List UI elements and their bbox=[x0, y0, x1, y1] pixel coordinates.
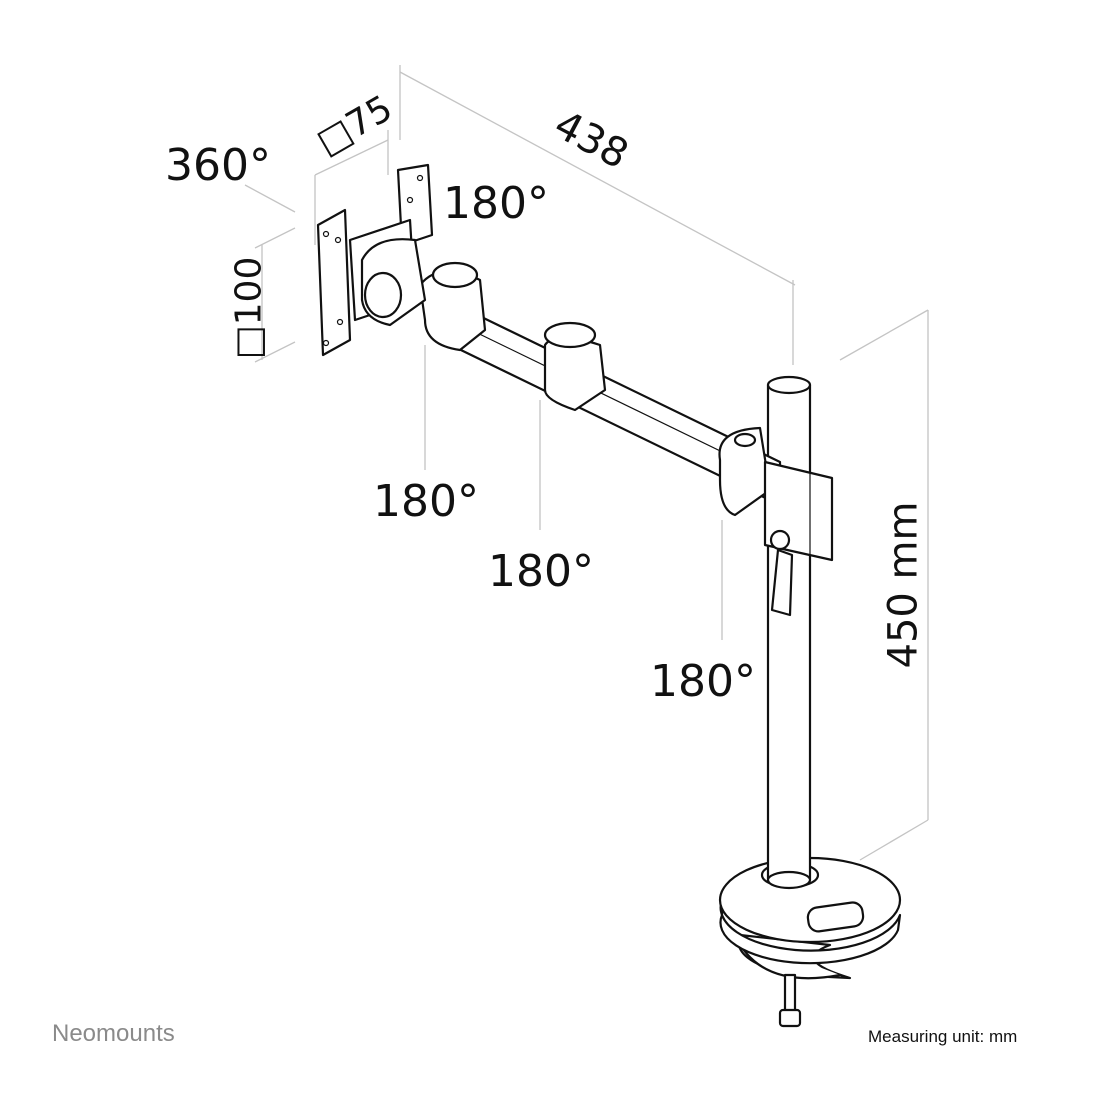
monitor-plate bbox=[316, 163, 434, 357]
pole bbox=[766, 375, 812, 890]
rotation-label: 360° bbox=[165, 140, 271, 191]
brand-logo: Neomounts bbox=[52, 1020, 175, 1047]
joint-2-angle-label: 180° bbox=[488, 546, 594, 597]
measuring-unit-note: Measuring unit: mm bbox=[868, 1027, 1018, 1046]
joint-1-angle-label: 180° bbox=[373, 476, 479, 527]
vesa-100-label: □100 bbox=[228, 256, 270, 360]
joint-3-angle-label: 180° bbox=[650, 656, 756, 707]
tilt-angle-label: 180° bbox=[443, 178, 549, 229]
pole-height-label: 450 mm bbox=[880, 501, 927, 669]
arm bbox=[418, 261, 782, 517]
height-collar bbox=[763, 460, 834, 617]
dimension-lines bbox=[244, 65, 929, 861]
